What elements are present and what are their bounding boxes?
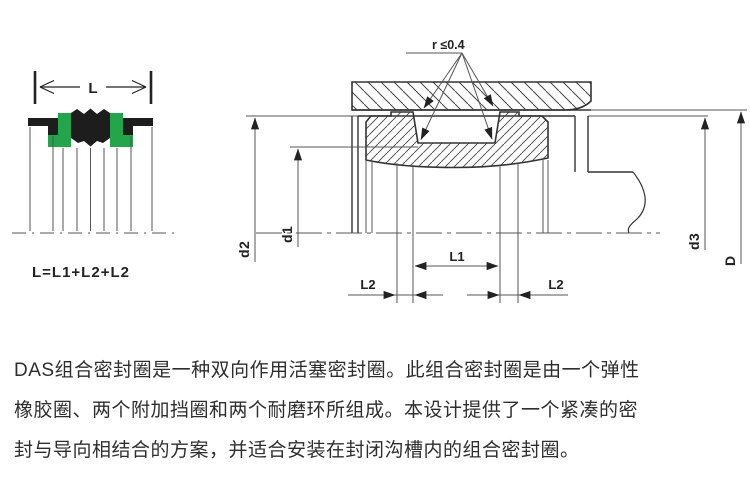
dimension-D: D [722, 111, 746, 266]
radius-note-label: r ≤0.4 [432, 38, 465, 52]
dimension-L1-label: L1 [449, 249, 464, 264]
description-line-3: 封与导向相结合的方案，并适合安装在封闭沟槽内的组合密封圈。 [14, 440, 580, 461]
dimension-d1: d1 [279, 146, 418, 247]
seal-profile-figure: L L=L1+L2+ [12, 71, 178, 281]
description-line-2: 橡胶圈、两个附加挡圈和两个耐磨环所组成。本设计提供了一个紧凑的密 [14, 400, 639, 421]
product-description: DAS组合密封圈是一种双向作用活塞密封圈。此组合密封圈是由一个弹性 橡胶圈、两个… [14, 351, 738, 471]
description-line-1: DAS组合密封圈是一种双向作用活塞密封圈。此组合密封圈是由一个弹性 [14, 360, 640, 381]
radius-callout: r ≤0.4 [406, 38, 494, 141]
dimension-L [33, 71, 153, 104]
dimension-d3: d3 [686, 117, 710, 250]
dimension-d2: d2 [236, 117, 260, 262]
piston-outline [351, 116, 633, 233]
backup-ring-right [110, 113, 133, 147]
dimension-L2-left-label: L2 [360, 277, 375, 292]
break-line-curve [627, 171, 646, 234]
guide-ring-left [28, 118, 58, 135]
dimension-d1-label: d1 [279, 226, 295, 243]
groove-edge-lines [365, 160, 549, 303]
length-formula: L=L1+L2+L2 [32, 264, 130, 281]
cylinder-wall-section [351, 81, 592, 111]
dimension-L2-right-label: L2 [548, 277, 563, 292]
dimension-d2-label: d2 [236, 241, 252, 258]
dimension-d3-label: d3 [686, 233, 702, 250]
bore-lines [29, 127, 153, 231]
technical-drawing: L L=L1+L2+ [12, 38, 747, 303]
dimension-L1: L1 [414, 249, 499, 271]
dimension-L2-right: L2 [467, 277, 568, 300]
backup-ring-left [48, 113, 71, 147]
dimension-L-label: L [88, 80, 97, 97]
guide-ring-right [123, 118, 153, 135]
installation-drawing: r ≤0.4 d2 d1 d3 D L1 [236, 38, 747, 303]
dimension-L2-left: L2 [348, 277, 443, 300]
seal-cross-section [365, 111, 549, 169]
dimension-D-label: D [722, 255, 738, 266]
elastomer-ring [71, 108, 110, 147]
